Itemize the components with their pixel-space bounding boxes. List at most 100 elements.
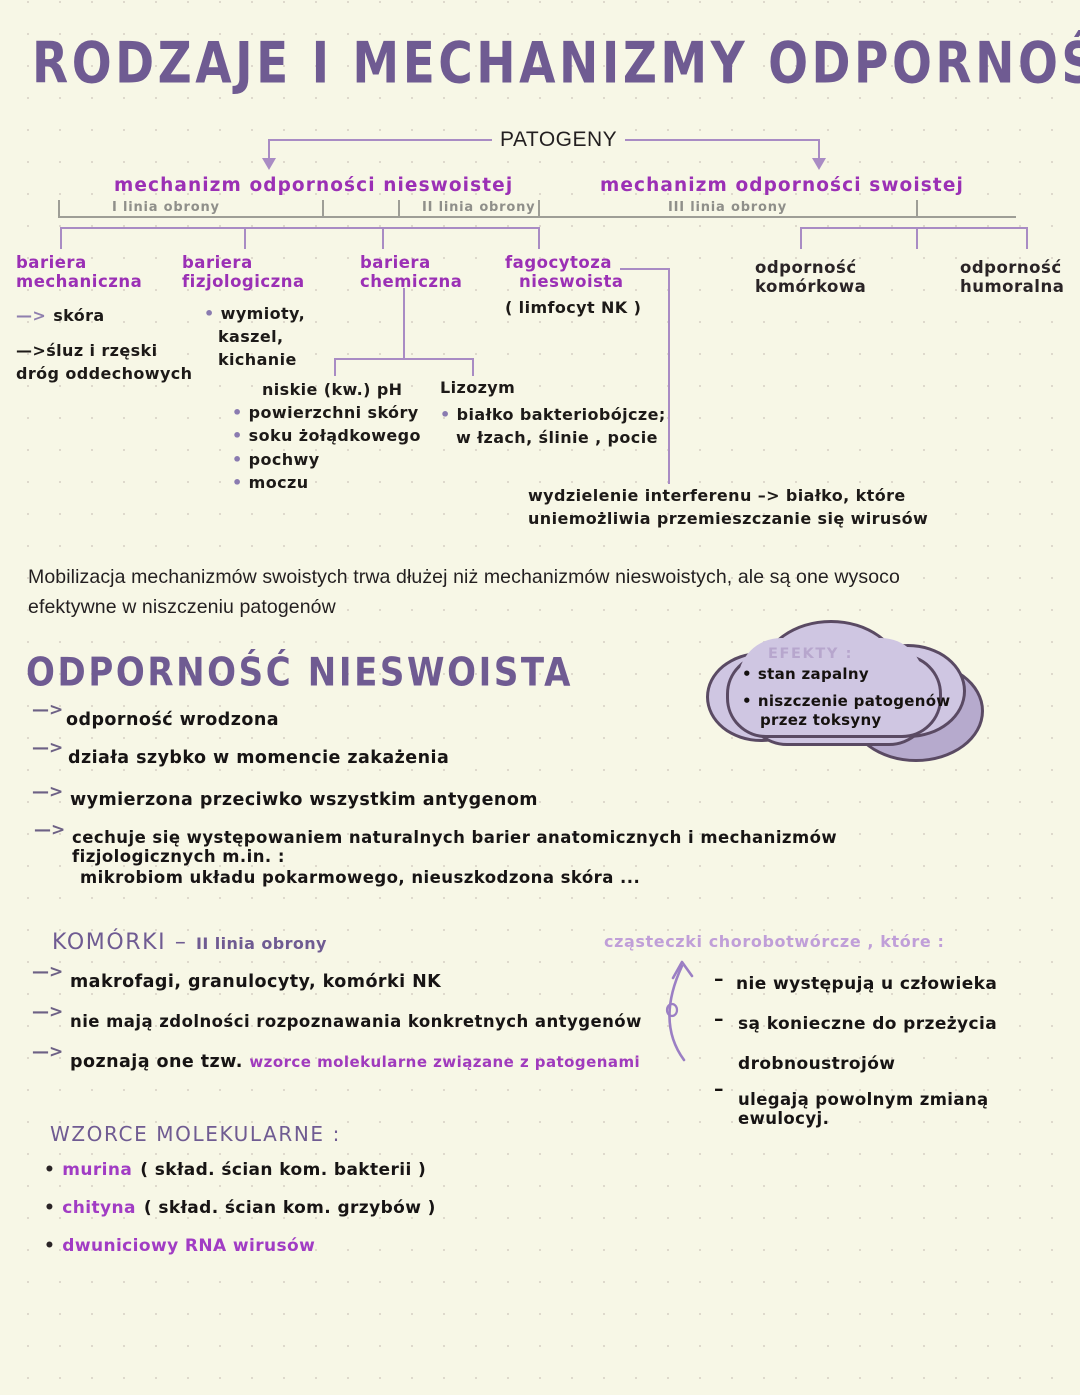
diagram-node-fagocytoza: fagocytoza nieswoista ( limfocyt NK ) [505,253,641,319]
immunity-diagram: PATOGENY mechanizm odporności nieswoiste… [0,0,1080,545]
arrow-glyph: —> [32,700,64,720]
branch-label-nieswoista: mechanizm odporności nieswoistej [114,175,514,196]
diagram-node-bariera-chemiczna: bariera chemiczna [360,253,462,292]
cloud-title: EFEKTY : [768,646,853,662]
bullet-dot: • [742,691,752,710]
arrow-glyph: —> [32,1042,64,1062]
komorki-item: makrofagi, granulocyty, komórki NK [70,972,442,992]
arrow-glyph: —> [34,820,66,840]
diagram-node-bariera-fizjologiczna: bariera fizjologiczna •wymioty, kaszel, … [182,253,305,372]
bullet-dot: • [232,403,243,423]
wzorce-item-name: dwuniciowy RNA wirusów [62,1236,316,1256]
wzorce-item-name: chityna [62,1198,136,1218]
arrow-glyph: —> [16,305,47,325]
right-column-item-cont: drobnoustrojów [738,1054,896,1074]
node-title-line1: bariera [182,253,253,272]
arrow-glyph: —> [32,782,64,802]
wzorce-list: •murina( skład. ścian kom. bakterii ) •c… [44,1160,436,1256]
sub-item: •powierzchni skóry [232,403,419,423]
bullet-dot: • [44,1160,56,1180]
nieswoista-item: cechuje się występowaniem naturalnych ba… [72,828,838,866]
nieswoista-item: działa szybko w momencie zakażenia [68,748,450,768]
nieswoista-item: odporność wrodzona [66,710,280,730]
node-title-line2: chemiczna [360,272,463,292]
dash-glyph: – [714,968,724,990]
node-item: —>śluz i rzęski dróg oddechowych [16,341,193,384]
connector-chem-leg-right [472,358,474,376]
node-title-line1: bariera [16,253,87,272]
sub-item: •pochwy [232,449,320,469]
axis-tick-3 [538,200,540,218]
defense-axis [58,216,1016,218]
cloud-content: EFEKTY : •stan zapalny •niszczenie patog… [742,646,957,731]
node-title-line1: odporność [960,258,1062,277]
node-item: ( limfocyt NK ) [505,297,642,317]
bracket-nieswoisty-leg-3 [382,227,384,249]
right-column-heading: cząsteczki chorobotwórcze , które : [604,932,945,951]
komorki-item: poznają one tzw. wzorce molekularne zwią… [70,1052,641,1072]
defense-line-label-1: I linia obrony [112,200,220,215]
connector-chem-leg-left [334,358,336,376]
axis-tick-2 [398,200,400,218]
bullet-dot: • [440,405,451,425]
sub-heading: niskie (kw.) pH [262,380,403,399]
bullet-dot: • [44,1198,56,1218]
node-item: kichanie [218,350,297,370]
section-heading-nieswoista: ODPORNOŚĆ NIESWOISTA [26,650,573,696]
node-item: kaszel, [218,327,284,347]
node-title-line1: bariera [360,253,431,272]
wzorce-item-name: murina [62,1160,133,1180]
arrow-to-nieswoista [262,158,276,170]
bullet-dot: • [742,665,752,683]
node-item: —>skóra [16,305,105,325]
connector-fago-horizontal [620,268,670,270]
dash-glyph: – [714,1008,724,1030]
cloud-item: •niszczenie patogenów [742,691,951,710]
sub-item: •moczu [232,472,309,492]
axis-tick-4 [916,200,918,218]
bullet-dot: • [44,1236,56,1256]
node-title-line2: mechaniczna [16,272,143,292]
connector-root-right [612,139,820,141]
sub-item: w łzach, ślinie , pocie [456,428,658,448]
connector-chem-bracket [334,358,474,360]
komorki-heading-main: KOMÓRKI – [52,930,197,955]
axis-tick-1 [322,200,324,218]
bracket-nieswoisty-leg-1 [60,227,62,249]
arrow-glyph: —> [32,738,64,758]
bracket-swoisty-leg-3 [1026,227,1028,249]
diagram-node-odpornosc-humoralna: odporność humoralna [960,258,1064,297]
right-column-item: są konieczne do przeżycia [738,1014,998,1034]
note-line-2: uniemożliwia przemieszczanie się wirusów [528,509,929,529]
axis-tick-start [58,200,60,218]
bracket-nieswoisty-leg-4 [538,227,540,249]
diagram-node-bariera-mechaniczna: bariera mechaniczna —>skóra —>śluz i rzę… [16,253,206,386]
diagram-root-label: PATOGENY [492,128,626,152]
cloud-body-inner [738,638,924,724]
sub-item: •soku żołądkowego [232,426,421,446]
node-title-line2: humoralna [960,277,1065,297]
diagram-node-odpornosc-komorkowa: odporność komórkowa [755,258,866,297]
bracket-nieswoisty-leg-2 [244,227,246,249]
right-column-item: nie występują u człowieka [736,974,998,994]
komorki-item-highlight: wzorce molekularne związane z patogenami [249,1053,641,1071]
intro-paragraph: Mobilizacja mechanizmów swoistych trwa d… [28,566,900,619]
bracket-swoisty-leg-2 [916,227,918,249]
effects-cloud: EFEKTY : •stan zapalny •niszczenie patog… [700,618,1000,768]
diagram-sub-lizozym: Lizozym •białko bakteriobójcze; w łzach,… [440,376,666,450]
arrow-glyph: —> [32,962,64,982]
node-item: •wymioty, [204,303,306,323]
page-title: RODZAJE I MECHANIZMY ODPORNOŚCI [32,30,1080,98]
curved-arrow-icon [665,960,694,1062]
defense-line-label-3: III linia obrony [668,200,788,215]
connector-fago-vertical [668,268,670,484]
bracket-nieswoisty-top [60,227,540,229]
wzorce-item: •murina( skład. ścian kom. bakterii ) [44,1160,436,1180]
komorki-heading-sub: II linia obrony [196,934,327,953]
nieswoista-highlight: mikrobiom układu pokarmowego, nieuszkodz… [80,868,641,887]
node-title-line2: nieswoista [519,272,624,292]
wzorce-item: •chityna( skład. ścian kom. grzybów ) [44,1198,436,1218]
section-heading-wzorce: WZORCE MOLEKULARNE : [50,1122,341,1146]
node-title-line1: fagocytoza [505,253,612,272]
diagram-sub-niskie-ph: niskie (kw.) pH •powierzchni skóry •soku… [232,378,421,494]
